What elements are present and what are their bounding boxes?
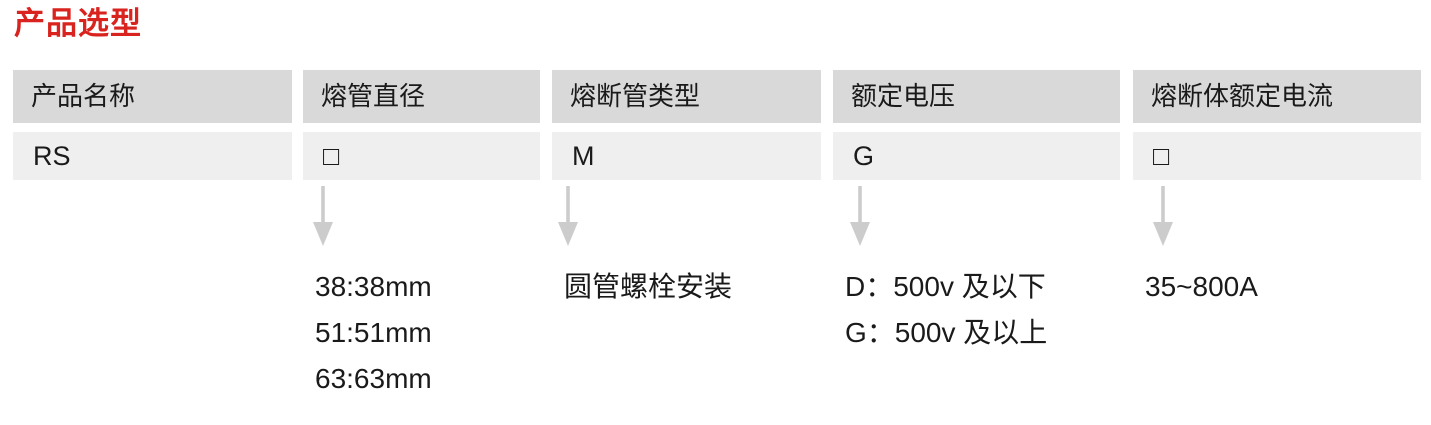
column-rated-current: 熔断体额定电流 □ 35~800A (1133, 0, 1421, 425)
code-cell-tube-type: M (552, 132, 821, 180)
option-item: D：500v 及以下 (845, 271, 1046, 302)
column-tube-diameter: 熔管直径 □ 38:38mm 51:51mm 63:63mm (303, 0, 540, 425)
down-arrow-icon (1152, 186, 1174, 246)
option-item: 圆管螺栓安装 (564, 271, 733, 302)
code-cell-tube-diameter: □ (303, 132, 540, 180)
code-cell-product-name: RS (13, 132, 292, 180)
option-item: 35~800A (1145, 271, 1258, 302)
code-cell-rated-voltage: G (833, 132, 1120, 180)
page-title: 产品选型 (14, 6, 142, 41)
down-arrow-icon (849, 186, 871, 246)
column-tube-type: 熔断管类型 M 圆管螺栓安装 (552, 0, 821, 425)
down-arrow-icon (557, 186, 579, 246)
down-arrow-icon (312, 186, 334, 246)
options-list-tube-diameter: 38:38mm 51:51mm 63:63mm (303, 264, 540, 402)
options-list-rated-current: 35~800A (1133, 264, 1421, 310)
column-header-tube-type: 熔断管类型 (552, 70, 821, 123)
column-header-rated-current: 熔断体额定电流 (1133, 70, 1421, 123)
column-rated-voltage: 额定电压 G D：500v 及以下 G：500v 及以上 (833, 0, 1120, 425)
option-item: 38:38mm (315, 271, 432, 302)
column-header-product-name: 产品名称 (13, 70, 292, 123)
code-cell-rated-current: □ (1133, 132, 1421, 180)
option-item: 63:63mm (315, 363, 432, 394)
column-product-name: 产品名称 RS (13, 0, 292, 425)
option-item: 51:51mm (315, 317, 432, 348)
column-header-rated-voltage: 额定电压 (833, 70, 1120, 123)
options-list-rated-voltage: D：500v 及以下 G：500v 及以上 (833, 264, 1120, 356)
options-list-tube-type: 圆管螺栓安装 (552, 264, 821, 310)
option-item: G：500v 及以上 (845, 317, 1048, 348)
column-header-tube-diameter: 熔管直径 (303, 70, 540, 123)
